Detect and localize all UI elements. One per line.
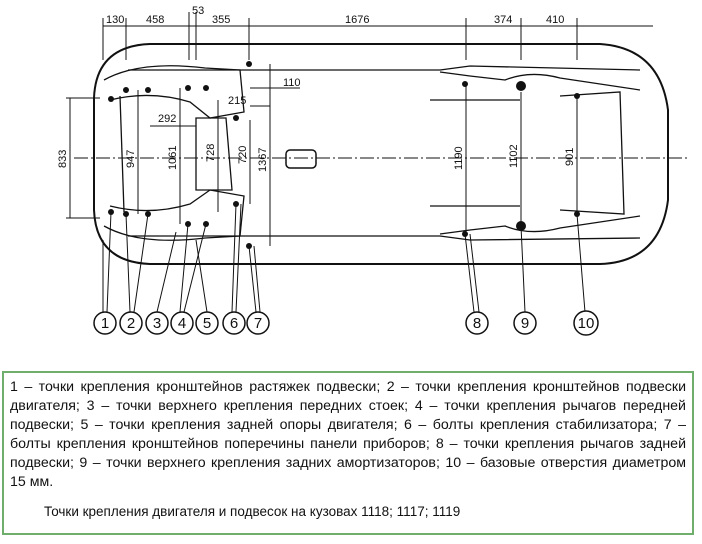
callout-1: 1 [93, 311, 117, 335]
callout-4: 4 [170, 311, 194, 335]
callout-5: 5 [195, 311, 219, 335]
body-outline [93, 43, 669, 265]
dim-720: 720 [237, 146, 249, 164]
dim-292: 292 [158, 113, 176, 125]
dim-53: 53 [192, 5, 204, 17]
svg-text:4: 4 [178, 315, 186, 332]
center-plug [285, 149, 317, 169]
dim-130: 130 [106, 14, 124, 26]
svg-text:8: 8 [473, 315, 481, 332]
dim-1190: 1190 [453, 146, 465, 170]
dim-1367: 1367 [257, 148, 269, 172]
rear-crossmember [559, 91, 625, 215]
figure-caption: Точки крепления двигателя и подвесок на … [44, 504, 461, 519]
svg-text:3: 3 [153, 315, 161, 332]
front-left-arch [103, 65, 245, 119]
leader-lines [102, 203, 586, 313]
dimension-lines [66, 12, 653, 246]
front-right-arch [103, 189, 245, 241]
dim-901: 901 [564, 148, 576, 166]
svg-text:6: 6 [230, 315, 238, 332]
callout-7: 7 [246, 311, 270, 335]
svg-text:7: 7 [254, 315, 262, 332]
rear-right-arch [430, 205, 641, 235]
inner-frame [128, 65, 641, 241]
dim-1676: 1676 [345, 14, 369, 26]
dim-728: 728 [205, 144, 217, 162]
svg-text:5: 5 [203, 315, 211, 332]
callout-9: 9 [513, 311, 537, 335]
dim-355: 355 [212, 14, 230, 26]
legend-box: 1 – точки крепления кронштейнов растяжек… [2, 371, 694, 535]
dim-947: 947 [125, 150, 137, 168]
callout-8: 8 [465, 311, 489, 335]
dim-110: 110 [283, 77, 301, 89]
svg-text:10: 10 [578, 315, 595, 332]
rear-left-arch [430, 71, 641, 101]
callout-2: 2 [119, 311, 143, 335]
callout-3: 3 [145, 311, 169, 335]
dim-374: 374 [494, 14, 512, 26]
callout-10: 10 [573, 310, 599, 336]
dim-1102: 1102 [508, 144, 520, 168]
svg-text:2: 2 [127, 315, 135, 332]
dim-833: 833 [57, 150, 69, 168]
car-underbody-diagram: 130 458 53 355 1676 374 410 110 215 292 … [57, 5, 690, 336]
callout-6: 6 [222, 311, 246, 335]
dim-410: 410 [546, 14, 564, 26]
svg-text:9: 9 [521, 315, 529, 332]
dim-458: 458 [146, 14, 164, 26]
front-crossmember [119, 95, 233, 213]
legend-text: 1 – точки крепления кронштейнов растяжек… [10, 379, 686, 490]
svg-text:1: 1 [101, 315, 109, 332]
dim-1061: 1061 [167, 146, 179, 170]
dim-215: 215 [228, 95, 246, 107]
